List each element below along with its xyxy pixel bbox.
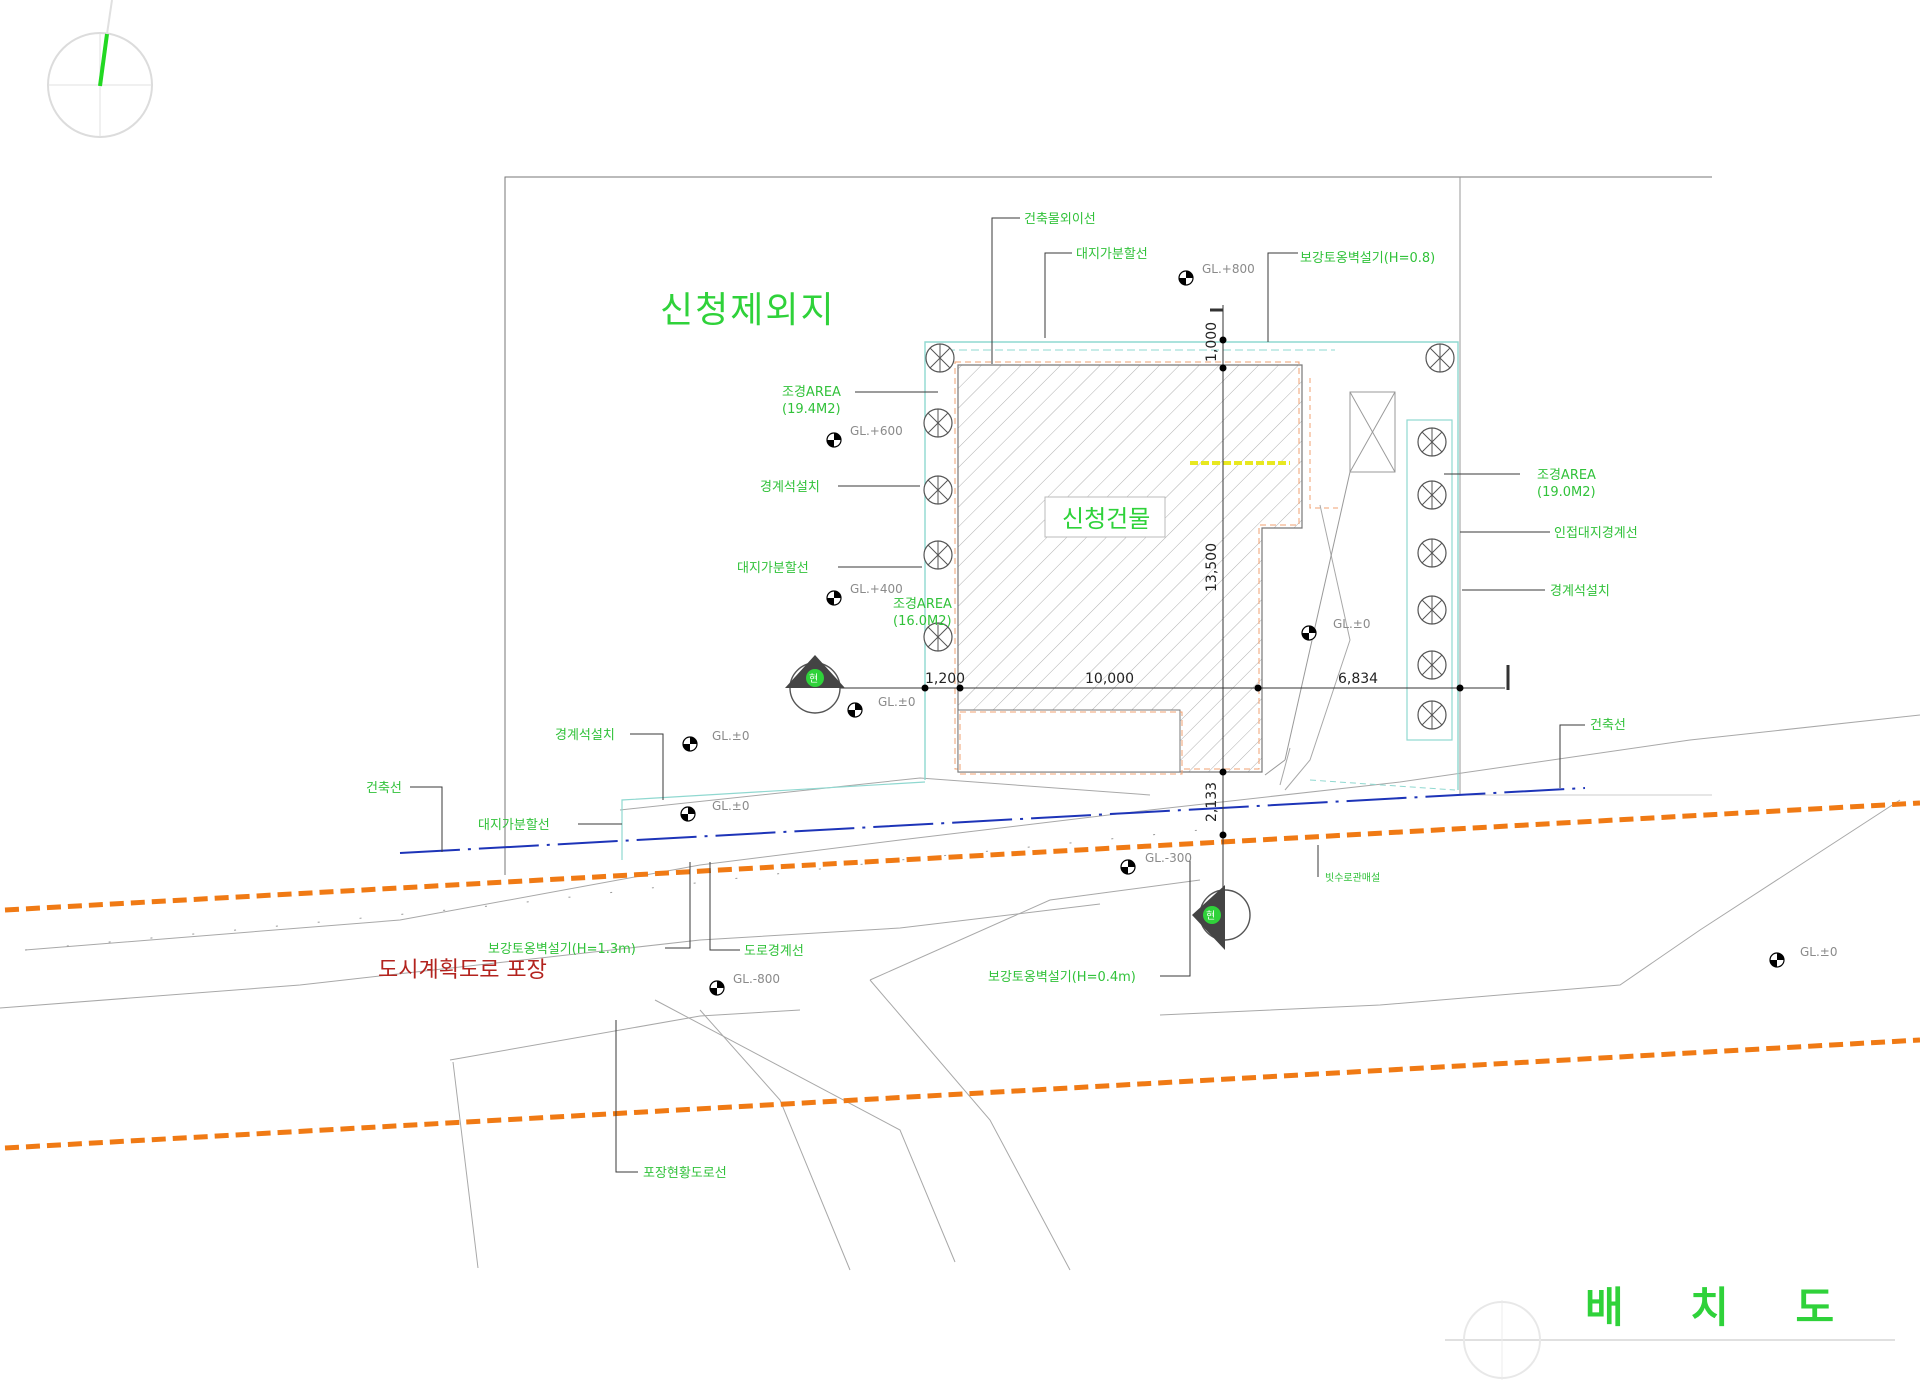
label-site-boundary-left: 대지가분할선: [737, 561, 809, 576]
level-gl-m300: GL.-300: [1145, 851, 1192, 865]
label-landscape-left-1a: 조경AREA: [782, 385, 841, 400]
label-site-boundary-low: 대지가분할선: [478, 818, 550, 833]
building-footprint: [954, 361, 1396, 776]
level-gl-0-left: GL.±0: [712, 729, 750, 743]
level-gl-400: GL.+400: [850, 582, 903, 596]
dim-13500: 13,500: [1204, 543, 1220, 592]
road-center-line: [24, 829, 1201, 951]
dimension-lines: [800, 305, 1510, 940]
label-boundary-stone-low: 경계석설치: [555, 728, 615, 743]
label-landscape-left-2b: (16.0M2): [893, 614, 952, 629]
road-context-lines: [0, 504, 1920, 1271]
site-frame: [504, 176, 1712, 875]
label-bldg-line-limit: 건축물외이선: [1024, 212, 1096, 227]
label-drainage: 빗수로관매설: [1325, 872, 1380, 884]
section-marker-left-icon: 현: [785, 655, 845, 714]
label-pavement-boundary: 포장현황도로선: [643, 1166, 727, 1181]
level-gl-800: GL.+800: [1202, 262, 1255, 276]
label-adjacent-boundary: 인접대지경계선: [1554, 526, 1638, 541]
title-decoration: [1445, 1300, 1895, 1380]
level-gl-0-far-right: GL.±0: [1800, 945, 1838, 959]
dim-6834: 6,834: [1338, 671, 1378, 687]
label-boundary-stone-right: 경계석설치: [1550, 584, 1610, 599]
road-paving-label: 도시계획도로 포장: [378, 958, 547, 983]
label-landscape-right-a: 조경AREA: [1537, 468, 1596, 483]
label-boundary-stone-left: 경계석설치: [760, 480, 820, 495]
section-marker-bottom-icon: 현: [1192, 885, 1251, 950]
label-building-line-left: 건축선: [366, 781, 402, 796]
svg-text:현: 현: [809, 673, 818, 685]
label-landscape-left-2a: 조경AREA: [893, 597, 952, 612]
level-gl-600: GL.+600: [850, 424, 903, 438]
drawing-title: 배 치 도: [1585, 1283, 1860, 1332]
label-landscape-left-1b: (19.4M2): [782, 402, 841, 417]
label-retaining-wall-low: 보강토옹벽설기(H=1.3m): [488, 942, 636, 957]
site-lot: [621, 341, 1459, 860]
label-retaining-wall-mid: 보강토옹벽설기(H=0.4m): [988, 970, 1136, 985]
svg-text:현: 현: [1206, 910, 1215, 922]
level-gl-0-right: GL.±0: [1333, 617, 1371, 631]
city-road-lines: [4, 800, 1920, 1151]
leader-lines: [410, 217, 1585, 1173]
building-line: [399, 787, 1586, 854]
dim-2133: 2,133: [1204, 782, 1220, 822]
label-retaining-wall-top: 보강토옹벽설기(H=0.8): [1300, 251, 1435, 266]
label-road-boundary: 도로경계선: [744, 944, 804, 959]
label-site-boundary-top: 대지가분할선: [1076, 247, 1148, 262]
dim-10000: 10,000: [1085, 671, 1134, 687]
level-gl-m800: GL.-800: [733, 972, 780, 986]
building-label: 신청건물: [1062, 505, 1150, 533]
dim-1000: 1,000: [1204, 322, 1220, 362]
level-gl-0-low: GL.±0: [712, 799, 750, 813]
north-arrow-icon: [47, 0, 153, 138]
dim-1200: 1,200: [925, 671, 965, 687]
label-building-line-right: 건축선: [1590, 718, 1626, 733]
level-gl-0-center: GL.±0: [878, 695, 916, 709]
excluded-area-label: 신청제외지: [660, 290, 836, 331]
label-landscape-right-b: (19.0M2): [1537, 485, 1596, 500]
